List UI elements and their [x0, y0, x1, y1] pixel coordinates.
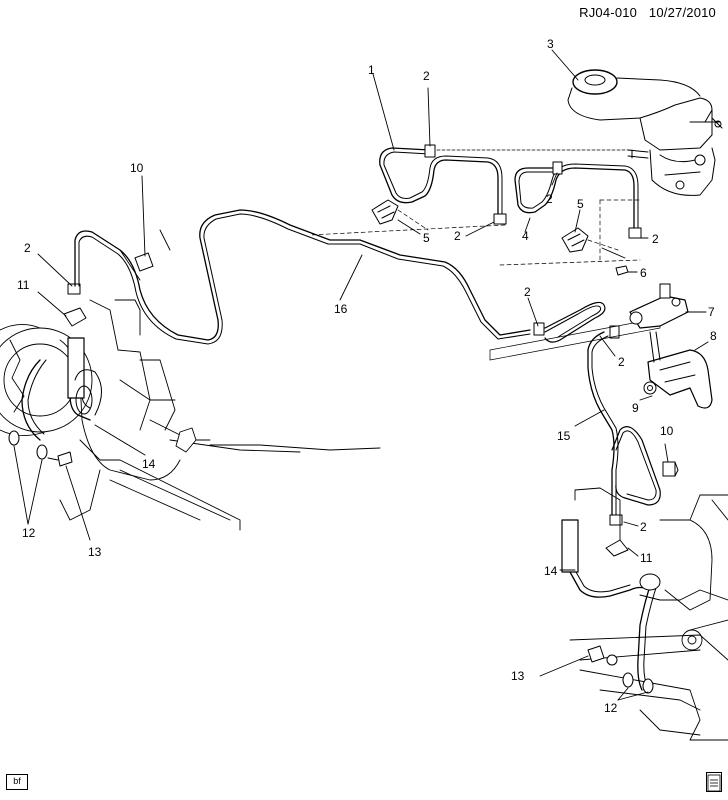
callout-9: 9: [632, 401, 639, 415]
ref-date: 10/27/2010: [648, 5, 716, 20]
callout-13a: 13: [88, 545, 102, 559]
brake-pipe-1: [379, 147, 631, 216]
callout-11a: 11: [17, 278, 30, 292]
corner-code-box: bf: [6, 774, 28, 790]
callout-5a: 5: [423, 231, 430, 245]
brake-pipe-15: [587, 331, 661, 516]
ref-code: RJ04-010: [579, 5, 638, 20]
left-front-knuckle-area: [0, 229, 381, 531]
clip-10a: [134, 252, 154, 272]
callout-1: 1: [368, 63, 375, 77]
callout-12a: 12: [22, 526, 36, 540]
callout-10b: 10: [660, 424, 674, 438]
leader-lines: [13, 49, 709, 701]
clip-10b-edge: [662, 461, 679, 477]
mounting-bracket-plane: [489, 317, 661, 361]
reference-lines: [309, 199, 641, 266]
washers-12-right: [622, 672, 654, 694]
brake-hose-14-right: [561, 519, 661, 691]
diagram-reference: RJ04-010 10/27/2010: [571, 5, 716, 20]
callout-2e: 2: [524, 285, 531, 299]
callout-labels: 1 2 3 2 4 2 2 5 5 6 7 8 9 2 2 16 15 10 2…: [17, 37, 717, 715]
washers-12-left: [8, 430, 48, 460]
banjo-bolt-13-right: [587, 645, 618, 666]
right-rear-suspension-area: [569, 487, 728, 741]
brake-pipe-16: [74, 209, 606, 345]
callout-2h: 2: [24, 241, 31, 255]
callout-11b: 11: [640, 551, 653, 565]
combination-valve-7: [629, 283, 689, 329]
clip-11a: [63, 307, 87, 327]
callout-2c: 2: [454, 229, 461, 243]
callout-3: 3: [547, 37, 554, 51]
clip-11b: [605, 539, 629, 557]
clip-5a: [371, 199, 399, 225]
callout-2f: 2: [618, 355, 625, 369]
tube-nut-fittings-upper: [67, 144, 642, 526]
brake-pipe-4: [514, 163, 639, 229]
brake-hose-14-left: [21, 337, 102, 441]
clip-5b: [561, 227, 589, 253]
callout-10a: 10: [130, 161, 144, 175]
callout-14a: 14: [142, 457, 156, 471]
callout-6: 6: [640, 266, 647, 280]
callout-5b: 5: [577, 197, 584, 211]
banjo-bolt-13-left: [47, 451, 73, 467]
callout-12b: 12: [604, 701, 618, 715]
callout-2d: 2: [652, 232, 659, 246]
callout-2a: 2: [423, 69, 430, 83]
bracket-8: [647, 331, 713, 409]
callout-15: 15: [557, 429, 571, 443]
callout-4: 4: [522, 229, 529, 243]
callout-7: 7: [708, 305, 715, 319]
callout-14b: 14: [544, 564, 558, 578]
callout-2b: 2: [546, 192, 553, 206]
clip-10b: [662, 461, 676, 477]
callout-8: 8: [710, 329, 717, 343]
callout-2g: 2: [640, 520, 647, 534]
nut-6: [615, 265, 629, 276]
callout-13b: 13: [511, 669, 525, 683]
callout-16: 16: [334, 302, 348, 316]
bolt-9: [643, 381, 657, 395]
corner-logo-box: [706, 772, 722, 792]
corner-logo-icon: [707, 774, 721, 792]
master-cylinder-reservoir: [567, 69, 723, 196]
